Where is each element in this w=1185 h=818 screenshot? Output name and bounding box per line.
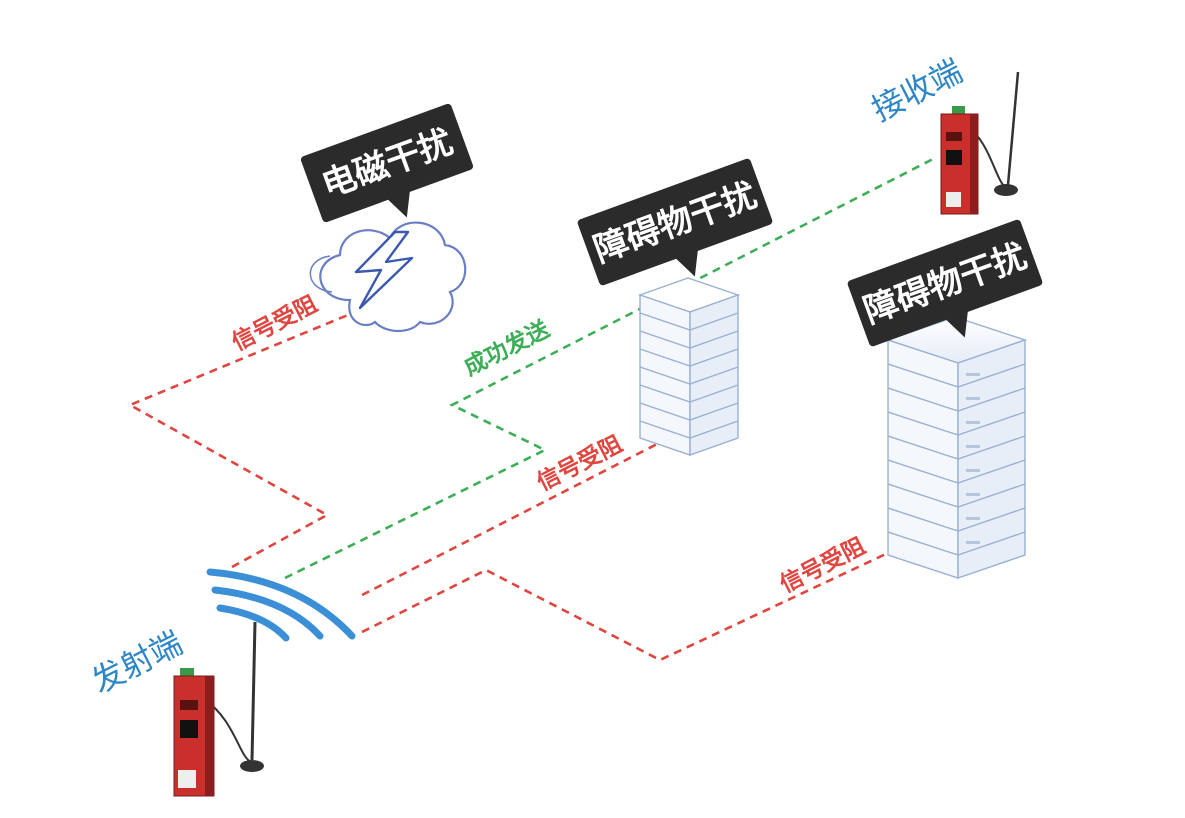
receiver-router-icon xyxy=(940,71,1020,215)
label-blocked-obstacle-1: 信号受阻 xyxy=(532,430,626,496)
path-blocked-obstacle-1 xyxy=(361,438,666,597)
callout-em-interference: 电磁干扰 xyxy=(300,103,474,223)
label-transmitter: 发射端 xyxy=(86,623,189,700)
transmitter-router-icon xyxy=(173,621,264,797)
path-blocked-obstacle-2 xyxy=(361,543,906,662)
label-blocked-em: 信号受阻 xyxy=(227,290,321,356)
wifi-wave-icon xyxy=(206,568,356,642)
callout-obstacle-2: 障碍物干扰 xyxy=(847,219,1043,347)
obstacle-building-1 xyxy=(637,277,741,456)
lightning-cloud-icon xyxy=(309,221,467,333)
label-success: 成功发送 xyxy=(459,315,553,381)
label-blocked-obstacle-2: 信号受阻 xyxy=(775,532,869,598)
obstacle-building-2 xyxy=(885,316,1028,579)
